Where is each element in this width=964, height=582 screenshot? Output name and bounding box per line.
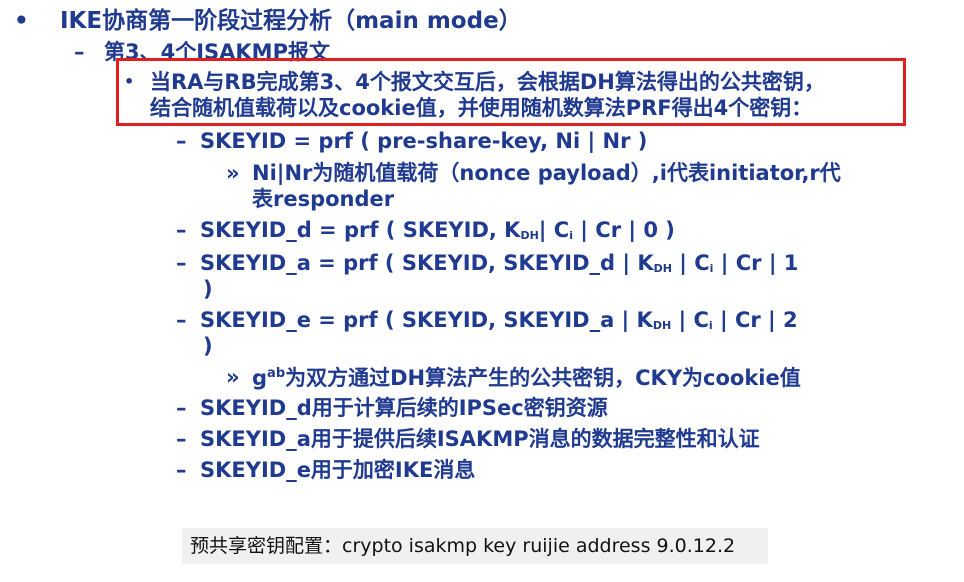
gab-superscript: ab bbox=[267, 366, 286, 381]
bullet-dot: • bbox=[14, 8, 29, 34]
i-subscript: i bbox=[709, 262, 714, 275]
dh-subscript: DH bbox=[652, 319, 672, 332]
bullet-dash: – bbox=[176, 308, 187, 332]
bullet-dot: • bbox=[124, 72, 135, 91]
skeyid-a-formula: SKEYID_a = prf ( SKEYID, SKEYID_d | KDH … bbox=[200, 251, 799, 275]
subheading-messages-3-4: 第3、4个ISAKMP报文 bbox=[104, 40, 330, 64]
skeyid-a-usage: SKEYID_a用于提供后续ISAKMP消息的数据完整性和认证 bbox=[200, 427, 760, 451]
nonce-line1: Ni|Nr为随机值载荷（nonce payload）,i代表initiator,… bbox=[252, 161, 841, 185]
skeyid-a-close-paren: ) bbox=[203, 277, 213, 301]
dh-subscript: DH bbox=[653, 262, 672, 275]
psk-config-note: 预共享密钥配置：crypto isakmp key ruijie address… bbox=[182, 528, 768, 564]
bullet-dash: – bbox=[176, 218, 187, 242]
bullet-dash: – bbox=[176, 427, 187, 451]
heading-ike-phase1: IKE协商第一阶段过程分析（main mode） bbox=[60, 8, 522, 34]
bullet-dash: – bbox=[176, 129, 187, 153]
bullet-raquo: » bbox=[226, 161, 240, 185]
bullet-dash: – bbox=[176, 458, 187, 482]
skeyid-d-formula: SKEYID_d = prf ( SKEYID, KDH| Ci | Cr | … bbox=[200, 218, 675, 242]
gab-g: g bbox=[252, 366, 268, 390]
skeyid-formula: SKEYID = prf ( pre-share-key, Ni | Nr ) bbox=[200, 129, 648, 153]
skeyid-a-part-c: | Cr | 1 bbox=[713, 251, 799, 275]
skeyid-a-part-a: SKEYID_a = prf ( SKEYID, SKEYID_d | K bbox=[200, 251, 654, 275]
i-subscript: i bbox=[708, 319, 713, 332]
skeyid-a-part-b: | C bbox=[671, 251, 710, 275]
bullet-dash: – bbox=[176, 251, 187, 275]
skeyid-e-part-b: | C bbox=[671, 308, 709, 332]
gab-note: gab为双方通过DH算法产生的公共密钥，CKY为cookie值 bbox=[252, 367, 801, 389]
key-derivation-line1: 当RA与RB完成第3、4个报文交互后，会根据DH算法得出的公共密钥， bbox=[150, 70, 825, 94]
nonce-line2: 表responder bbox=[252, 187, 395, 211]
skeyid-d-part-b: | C bbox=[538, 218, 570, 242]
dh-subscript: DH bbox=[520, 229, 539, 242]
highlight-box bbox=[116, 58, 906, 126]
bullet-dash: – bbox=[74, 40, 85, 64]
skeyid-d-part-c: | Cr | 0 ) bbox=[572, 218, 675, 242]
gab-rest: 为双方通过DH算法产生的公共密钥，CKY为cookie值 bbox=[285, 366, 801, 390]
skeyid-e-formula: SKEYID_e = prf ( SKEYID, SKEYID_a | KDH … bbox=[200, 308, 798, 332]
skeyid-d-part-a: SKEYID_d = prf ( SKEYID, K bbox=[200, 218, 521, 242]
skeyid-d-usage: SKEYID_d用于计算后续的IPSec密钥资源 bbox=[200, 396, 608, 420]
skeyid-e-part-c: | Cr | 2 bbox=[712, 308, 798, 332]
skeyid-e-close-paren: ) bbox=[203, 334, 213, 358]
skeyid-e-part-a: SKEYID_e = prf ( SKEYID, SKEYID_a | K bbox=[200, 308, 653, 332]
bullet-raquo: » bbox=[226, 365, 240, 389]
key-derivation-line2: 结合随机值载荷以及cookie值，并使用随机数算法PRF得出4个密钥： bbox=[150, 96, 813, 120]
i-subscript: i bbox=[569, 229, 573, 242]
bullet-dash: – bbox=[176, 396, 187, 420]
skeyid-e-usage: SKEYID_e用于加密IKE消息 bbox=[200, 458, 476, 482]
